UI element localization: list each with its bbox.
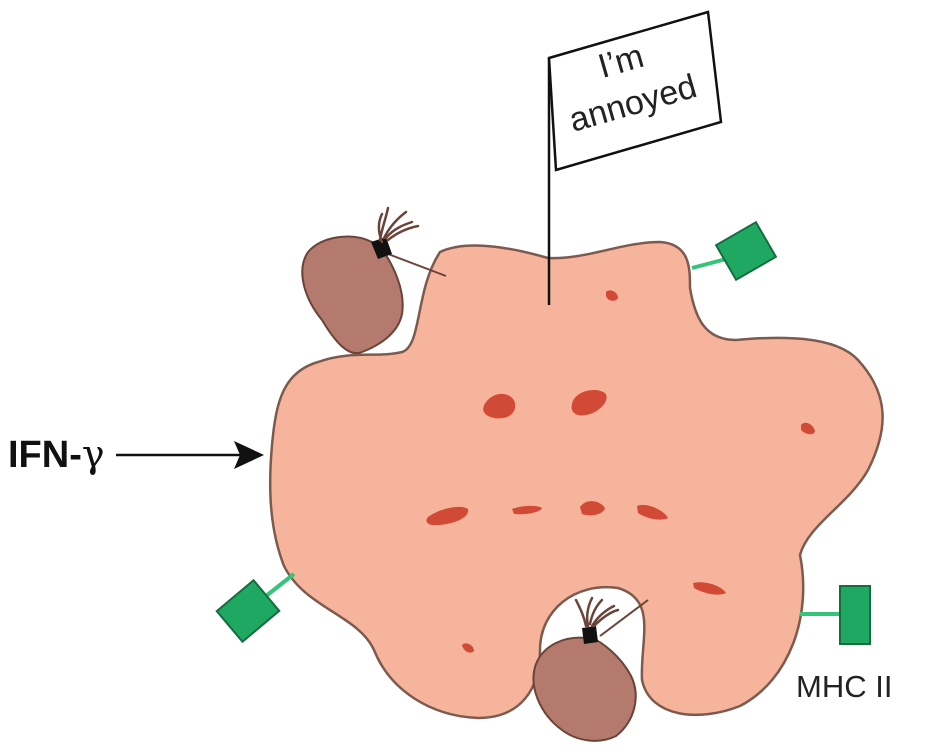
ifn-greek: γ: [82, 432, 105, 476]
flag-banner: [547, 10, 723, 172]
sack-icon: [301, 206, 447, 355]
mhc-stem: [264, 572, 296, 598]
organelle: [637, 504, 668, 520]
sack-tuft: [377, 206, 420, 244]
organelle: [571, 390, 607, 416]
ifn-gamma-label: IFN-γ: [8, 432, 105, 476]
sack-body: [532, 636, 637, 742]
organelle: [426, 506, 469, 526]
arrow-right-icon: [116, 441, 264, 469]
organelle: [801, 422, 815, 435]
cell-body: [268, 240, 884, 720]
mhc-label: MHC II: [796, 669, 892, 704]
sack-neck-tie: [371, 237, 392, 259]
sack-tether: [599, 599, 649, 637]
mhc-ii-receptor-icon: [691, 220, 778, 282]
organelle: [580, 501, 605, 516]
mhc-ii-receptor-icon: [800, 585, 871, 645]
mhc-head: [839, 585, 871, 645]
sack-icon: [532, 596, 649, 742]
ifn-label: IFN-γ: [8, 432, 105, 476]
sack-body: [301, 235, 404, 355]
sack-tuft: [574, 596, 620, 628]
ifn-prefix: IFN-: [8, 434, 82, 476]
mhc-head: [714, 220, 778, 282]
organelle: [462, 643, 474, 653]
sack-tether: [387, 253, 447, 277]
organelle: [606, 290, 618, 301]
mhc-ii-receptor-icon: [215, 572, 296, 644]
organelles: [426, 290, 815, 653]
organelle: [512, 505, 542, 515]
mhc-head: [215, 578, 281, 644]
sack-neck-tie: [582, 626, 598, 644]
flag-icon: I’m annoyed: [547, 10, 723, 305]
organelle: [483, 393, 516, 419]
organelle: [693, 582, 726, 595]
